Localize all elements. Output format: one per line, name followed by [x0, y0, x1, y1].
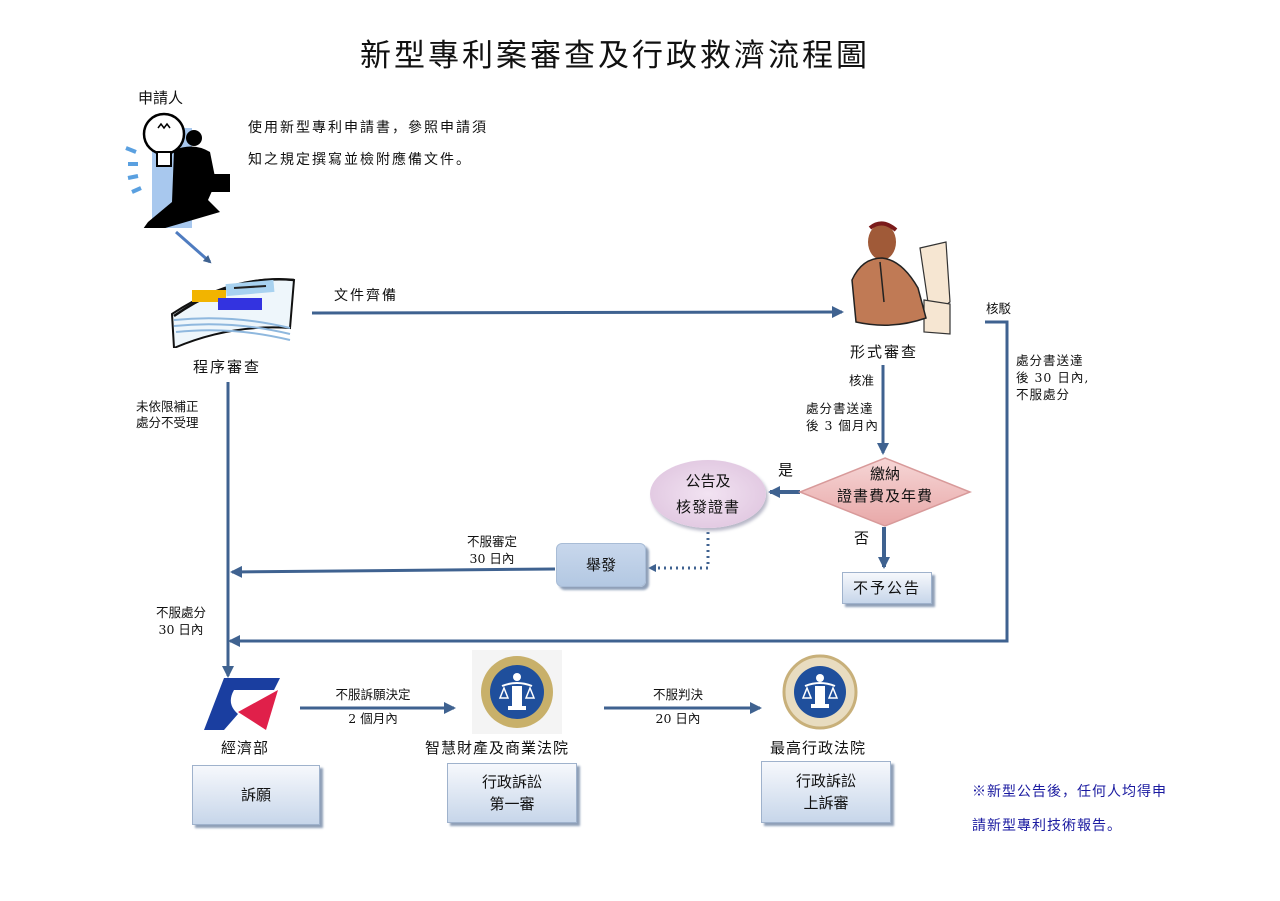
- moea-appeal-line1: 不服訴願決定: [335, 687, 411, 702]
- ip-court-seal-icon: [472, 650, 562, 734]
- rejected-note-line3: 不服處分: [1016, 387, 1071, 402]
- applicant-instruction-line2: 知之規定撰寫並檢附應備文件。: [248, 152, 472, 168]
- publication-line2: 核發證書: [675, 498, 740, 516]
- approved-deadline-line2: 後 3 個月內: [806, 418, 879, 433]
- arrow-docs-complete: [311, 306, 844, 319]
- page-title: 新型專利案審查及行政救濟流程圖: [360, 38, 870, 74]
- footnote-line1: ※新型公告後，任何人均得申: [972, 784, 1167, 800]
- arrow-dotted-invalidation: [648, 532, 710, 572]
- no-publication-node: 不予公告: [842, 572, 932, 604]
- documents-complete-label: 文件齊備: [334, 288, 398, 304]
- publication-node: 公告及 核發證書: [650, 460, 766, 528]
- invalidation-appeal-line2: 30 日內: [469, 551, 515, 566]
- disposition-appeal-line2: 30 日內: [158, 622, 204, 637]
- rejected-note-line1: 處分書送達: [1016, 353, 1084, 368]
- decision-no-label: 否: [854, 529, 870, 547]
- ip-court-first-instance-node: 行政訴訟 第一審: [447, 763, 577, 823]
- footnote-line2: 請新型專利技術報告。: [972, 818, 1122, 834]
- ip-court-name: 智慧財產及商業法院: [425, 739, 570, 757]
- publication-line1: 公告及: [685, 472, 731, 490]
- document-stack-icon: [166, 270, 300, 350]
- procedural-rejection-line1: 未依限補正: [136, 399, 199, 414]
- procedural-rejection-line2: 處分不受理: [136, 415, 199, 430]
- applicant-label: 申請人: [138, 89, 184, 107]
- fee-decision-diamond: 繳納 證書費及年費: [798, 456, 972, 528]
- applicant-instruction-line1: 使用新型專利申請書，參照申請須: [248, 120, 488, 136]
- supreme-court-name: 最高行政法院: [770, 739, 867, 757]
- ip-court-appeal-line2: 20 日內: [655, 711, 701, 726]
- invalidation-node: 舉發: [556, 543, 646, 587]
- moea-name: 經濟部: [221, 739, 270, 757]
- examiner-computer-icon: [846, 220, 954, 338]
- supreme-court-box-line1: 行政訴訟: [795, 772, 856, 790]
- supreme-court-box-line2: 上訴審: [803, 794, 849, 812]
- fee-decision-line1: 繳納: [869, 465, 900, 483]
- ip-court-box-line2: 第一審: [489, 795, 535, 813]
- rejected-label: 核駁: [986, 301, 1012, 316]
- moea-logo-icon: [204, 678, 280, 730]
- supreme-court-seal-icon: [776, 652, 864, 734]
- fee-decision-line2: 證書費及年費: [836, 487, 933, 505]
- approved-deadline-line1: 處分書送達: [806, 401, 874, 416]
- arrow-applicant-to-procedural: [175, 230, 212, 264]
- petition-node: 訴願: [192, 765, 320, 825]
- businessman-lightbulb-icon: [122, 108, 240, 236]
- rejected-note-line2: 後 30 日內,: [1016, 370, 1090, 385]
- moea-appeal-line2: 2 個月內: [348, 711, 398, 726]
- procedural-review-label: 程序審查: [193, 358, 262, 376]
- ip-court-box-line1: 行政訴訟: [481, 773, 542, 791]
- decision-yes-label: 是: [778, 461, 794, 479]
- supreme-court-appeal-node: 行政訴訟 上訴審: [761, 761, 891, 823]
- line-rejected: [228, 320, 1009, 647]
- ip-court-appeal-line1: 不服判決: [652, 687, 703, 702]
- invalidation-appeal-line1: 不服審定: [466, 534, 517, 549]
- formal-review-label: 形式審查: [850, 343, 919, 361]
- disposition-appeal-line1: 不服處分: [155, 605, 206, 620]
- approved-label: 核准: [849, 373, 875, 388]
- arrow-invalidation-appeal: [230, 565, 556, 578]
